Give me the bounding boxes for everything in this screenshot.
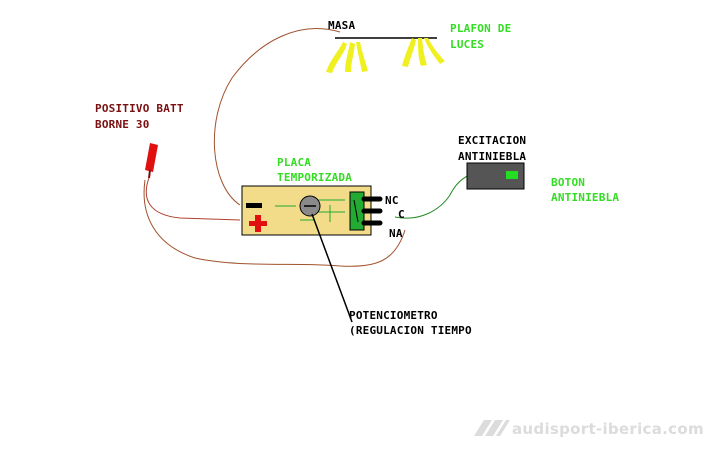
fog-button-led [506,171,518,179]
board-traces [275,199,345,222]
lamp-left-ray-3 [356,42,368,72]
battery-positive-tip [148,169,151,179]
lamp-right-ray-1 [402,38,416,67]
battery-positive-terminal [145,143,158,172]
output-pins [361,196,383,226]
relay-contact [353,199,359,223]
plafon-label-line-2: LUCES [450,38,485,51]
plafon-label-line-1: PLAFON DE [450,22,512,35]
watermark-text: audisport-iberica.com [512,420,704,438]
plus-terminal [249,215,267,232]
excitacion-label-line-2: ANTINIEBLA [458,150,527,163]
positivo-label-line-1: POSITIVO BATT [95,102,184,115]
logo-stripe-2 [485,420,503,436]
lamp-right [402,38,445,67]
potenciometro-label-line-1: POTENCIOMETRO [349,309,438,322]
lamp-left-ray-1 [326,42,347,73]
minus-terminal [246,203,262,208]
c-terminal-label: C [398,208,405,221]
potentiometer-pointer [311,213,353,323]
masa-label: MASA [328,19,356,32]
excitation-wire [394,174,471,219]
potenciometro-label-line-2: (REGULACION TIEMPO [349,324,472,337]
logo-stripe-1 [474,420,492,436]
logo-stripe-3 [496,420,510,436]
nc-terminal-label: NC [385,194,399,207]
lamp-right-ray-3 [424,38,445,64]
audi-sport-logo-icon [474,420,510,436]
lamp-left-ray-2 [345,42,355,72]
placa-label-line-2: TEMPORIZADA [277,171,353,184]
lamp-left [326,42,368,73]
return-wire [143,179,406,267]
boton-label-line-1: BOTON [551,176,586,189]
na-terminal-label: NA [389,227,403,240]
placa-label-line-1: PLACA [277,156,312,169]
lamp-right-ray-2 [418,38,427,66]
boton-label-line-2: ANTINIEBLA [551,191,620,204]
positivo-label-line-2: BORNE 30 [95,118,150,131]
masa-wire [213,28,341,206]
battery-wire [145,174,241,221]
excitacion-label-line-1: EXCITACION [458,134,527,147]
